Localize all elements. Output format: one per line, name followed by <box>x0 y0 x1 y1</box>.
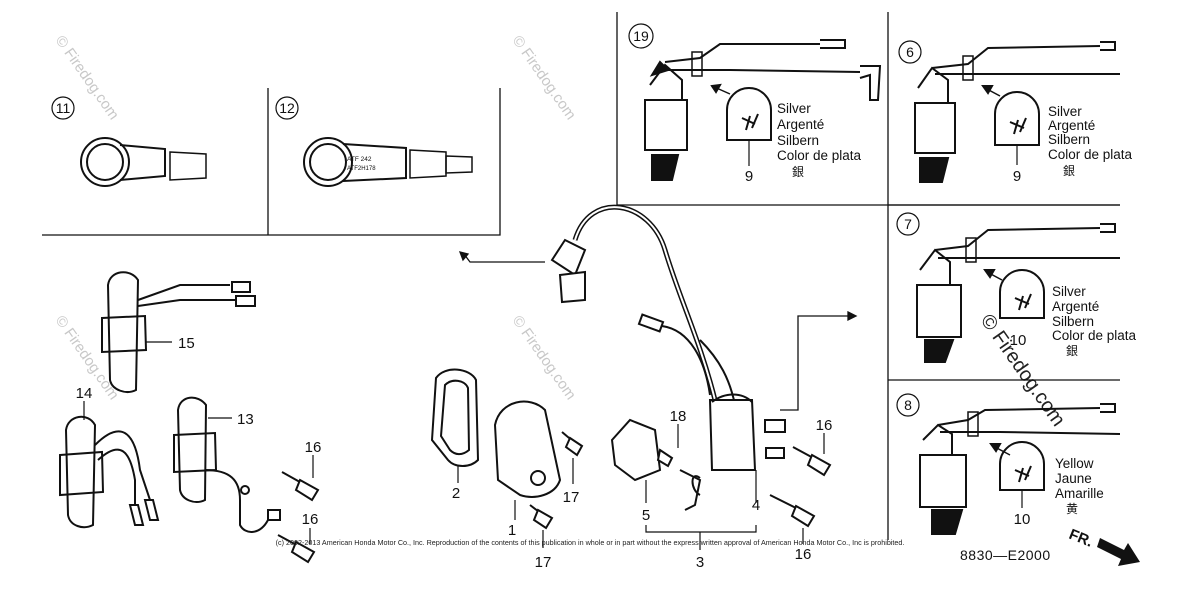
plug-cap-12-illustration <box>303 137 473 187</box>
color-note-yellow-fr: Jaune <box>1055 471 1092 486</box>
inset-7: 7 10 Silver Argenté Silbern Color de pla… <box>896 212 1137 363</box>
switch-bracket <box>610 418 702 511</box>
arrow-to-inset-11-12 <box>463 253 545 263</box>
callout-10-b: 10 <box>1014 511 1031 528</box>
plug-cap-11-illustration <box>80 137 207 187</box>
plug-cap-print-line1: ATF 242 <box>347 156 372 163</box>
callout-9-a: 9 <box>745 168 753 185</box>
color-note-silver-fr: Argenté <box>1052 299 1099 314</box>
inset-11-12-border <box>42 88 501 236</box>
inset-number-11: 11 <box>56 100 71 116</box>
callout-10-a: 10 <box>1010 332 1027 349</box>
callout-15: 15 <box>178 335 195 352</box>
inset-number-7: 7 <box>904 216 912 232</box>
callout-9-b: 9 <box>1013 168 1021 185</box>
gasket-2 <box>430 368 480 467</box>
color-note-silver-es: Color de plata <box>777 148 862 163</box>
watermark-text: © Firedog.com <box>509 313 579 404</box>
coil-8-illustration <box>919 403 1121 535</box>
arrow-to-inset-6-7-8 <box>780 315 848 411</box>
color-note-silver-en: Silver <box>1048 104 1082 119</box>
screw-17-upper <box>561 431 584 457</box>
inset-11: 11 <box>51 96 207 187</box>
plug-cap-print-line2: ATF2H178 <box>347 166 376 172</box>
bolt-16-left-bottom <box>277 534 316 564</box>
callout-3: 3 <box>696 554 704 571</box>
circled-number-8 <box>896 393 920 417</box>
copyright-notice: (c) 2002-2013 American Honda Motor Co., … <box>275 538 905 547</box>
callout-4: 4 <box>752 497 760 514</box>
inset-6: 6 9 Silver Argenté Silbern Color de plat… <box>898 40 1133 185</box>
color-note-silver-es: Color de plata <box>1052 328 1137 343</box>
color-note-yellow-es: Amarille <box>1055 486 1104 501</box>
callout-13: 13 <box>237 411 254 428</box>
magnet-cover-yellow-8 <box>999 441 1045 508</box>
callout-16-b: 16 <box>302 511 319 528</box>
callout-14: 14 <box>76 385 93 402</box>
circled-number-12 <box>275 96 299 120</box>
circled-number-11 <box>51 96 75 120</box>
callout-16-c: 16 <box>816 417 833 434</box>
magnet-cover-silver-19 <box>726 87 772 166</box>
magnet-cover-silver-6 <box>994 91 1040 165</box>
reference-arrows <box>458 251 858 411</box>
coil-15 <box>101 271 256 393</box>
callout-18: 18 <box>670 408 687 425</box>
watermark-text: © Firedog.com <box>509 33 579 124</box>
inset-number-19: 19 <box>633 28 649 44</box>
coil-14 <box>59 415 160 529</box>
inset-19-border <box>616 12 1120 206</box>
callout-1: 1 <box>508 522 516 539</box>
coil-13 <box>173 396 281 533</box>
inset-19: 19 9 Silver Argenté Silbern Color de pla… <box>628 23 882 185</box>
leaders-5-4-3 <box>645 470 757 550</box>
inset-12: 12 ATF 242 ATF2H178 <box>275 96 473 187</box>
coil-6-illustration <box>914 41 1120 183</box>
circled-number-6 <box>898 40 922 64</box>
callout-17-b: 17 <box>535 554 552 571</box>
ignition-coil-assembly <box>550 204 786 496</box>
circled-number-7 <box>896 212 920 236</box>
magnet-cover-silver-7 <box>999 269 1045 319</box>
color-note-silver-ja: 銀 <box>792 165 804 179</box>
color-note-silver-ja: 銀 <box>1063 164 1075 178</box>
coil-7-illustration <box>916 223 1120 363</box>
color-note-yellow-ja: 黄 <box>1066 502 1078 516</box>
coil-19-illustration <box>644 39 882 181</box>
color-note-yellow-en: Yellow <box>1055 456 1094 471</box>
bolt-16-left-top <box>281 471 320 502</box>
inset-number-12: 12 <box>279 100 295 116</box>
color-note-silver-es: Color de plata <box>1048 147 1133 162</box>
inset-number-6: 6 <box>906 44 914 60</box>
screw-17-lower <box>529 504 554 530</box>
cover-1 <box>493 400 562 498</box>
color-note-silver-en: Silver <box>777 101 811 116</box>
color-note-silver-de: Silbern <box>777 133 819 148</box>
inset-8: 8 10 Yellow Jaune Amarille 黄 <box>896 393 1121 535</box>
bolt-16-right-bottom <box>769 494 816 528</box>
color-note-silver-ja: 銀 <box>1066 344 1078 358</box>
callout-16-d: 16 <box>795 546 812 563</box>
color-note-silver-fr: Argenté <box>777 117 824 132</box>
color-note-silver-de: Silbern <box>1052 314 1094 329</box>
front-arrow-icon <box>1097 538 1140 566</box>
color-note-silver-de: Silbern <box>1048 132 1090 147</box>
callout-5: 5 <box>642 507 650 524</box>
bolt-16-right-top <box>792 446 832 477</box>
callout-16-a: 16 <box>305 439 322 456</box>
diagram-code: 8830—E2000 <box>960 547 1051 563</box>
circled-number-19 <box>628 23 654 49</box>
color-note-silver-en: Silver <box>1052 284 1086 299</box>
callout-2: 2 <box>452 485 460 502</box>
callout-17-a: 17 <box>563 489 580 506</box>
inset-number-8: 8 <box>904 397 912 413</box>
color-note-silver-fr: Argenté <box>1048 118 1095 133</box>
